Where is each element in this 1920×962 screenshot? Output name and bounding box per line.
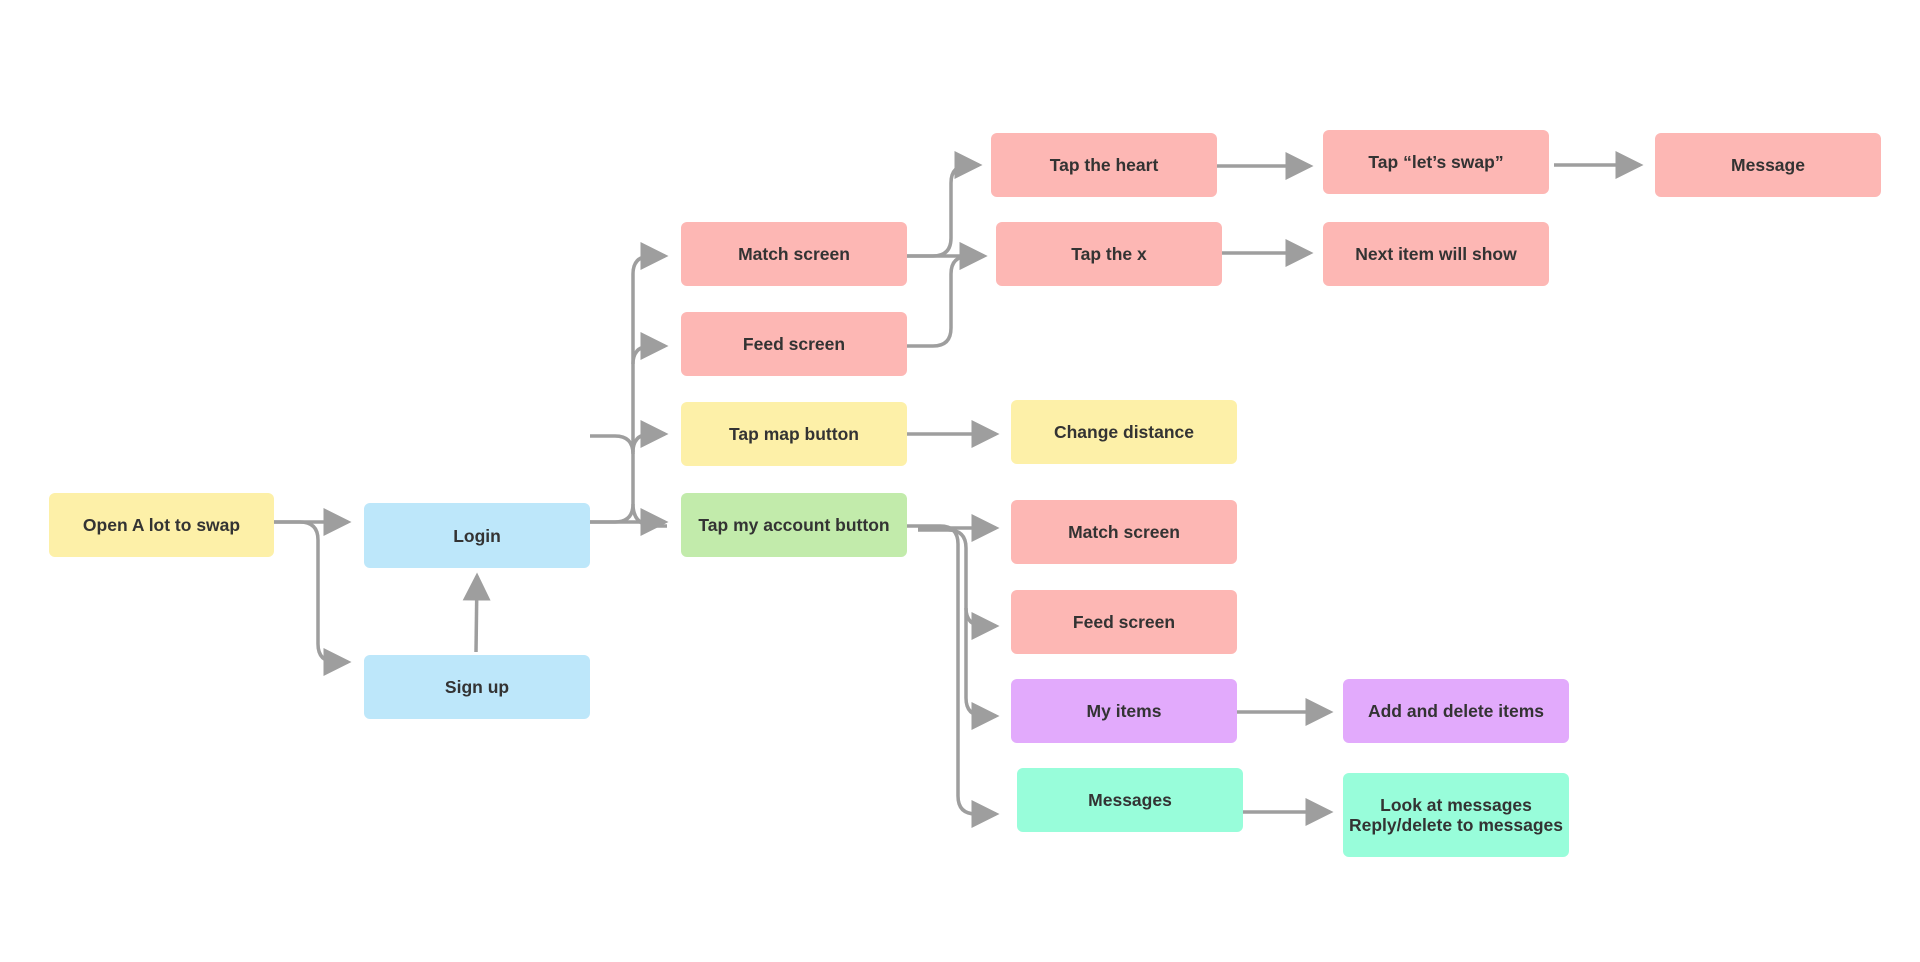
node-feed-screen: Feed screen [681, 312, 907, 376]
node-label: Tap the heart [1049, 155, 1159, 175]
edge-login-to-feed [631, 332, 669, 365]
node-add-and-delete-items: Add and delete items [1343, 679, 1569, 743]
edge-account-to-match [906, 524, 1000, 828]
node-account-feed-screen: Feed screen [1011, 590, 1237, 654]
node-look-at-messages: Look at messages Reply/delete to message… [1343, 773, 1569, 857]
node-label: Message [1731, 155, 1805, 175]
node-messages: Messages [1017, 768, 1243, 832]
node-label: Tap map button [729, 424, 859, 444]
edge-account-to-acc-feed [918, 528, 1000, 640]
edge-map-stub [590, 434, 635, 455]
node-label: Tap the x [1071, 244, 1147, 264]
node-label: Match screen [738, 244, 850, 264]
edge-match-to-heart [906, 151, 983, 258]
node-label: Sign up [444, 677, 510, 697]
node-open-app: Open A lot to swap [49, 493, 274, 557]
edge-feed-to-x [906, 242, 988, 348]
edge-account-join [631, 503, 667, 528]
node-label: My items [1086, 701, 1162, 721]
edge-signup-to-login [462, 572, 491, 653]
node-sign-up: Sign up [364, 655, 590, 719]
node-account-match-screen: Match screen [1011, 500, 1237, 564]
node-label: Change distance [1053, 422, 1195, 442]
edge-account-to-myitems [964, 608, 1000, 730]
node-match-screen: Match screen [681, 222, 907, 286]
node-change-distance: Change distance [1011, 400, 1237, 464]
node-tap-map-button: Tap map button [681, 402, 907, 466]
edge-login-to-map [631, 420, 669, 453]
node-label: Login [453, 525, 501, 546]
node-tap-my-account-button: Tap my account button [681, 493, 907, 557]
node-label: Feed screen [742, 334, 846, 354]
node-label: Look at messages Reply/delete to message… [1349, 795, 1563, 835]
node-label: Tap my account button [698, 515, 890, 535]
node-label: Feed screen [1072, 612, 1176, 632]
node-next-item-will-show: Next item will show [1323, 222, 1549, 286]
node-label: Match screen [1068, 522, 1180, 542]
node-message: Message [1655, 133, 1881, 197]
node-tap-the-heart: Tap the heart [991, 133, 1217, 197]
node-login: Login [364, 503, 590, 568]
node-my-items: My items [1011, 679, 1237, 743]
node-tap-the-x: Tap the x [996, 222, 1222, 286]
node-label: Open A lot to swap [82, 515, 241, 535]
edge-login-to-match [587, 242, 669, 524]
node-label: Messages [1088, 790, 1172, 810]
node-label: Add and delete items [1367, 701, 1544, 721]
node-tap-lets-swap: Tap “let’s swap” [1323, 130, 1549, 194]
node-label: Next item will show [1355, 244, 1517, 264]
edge-open-to-signup [271, 520, 352, 676]
node-label: Tap “let’s swap” [1368, 152, 1504, 172]
